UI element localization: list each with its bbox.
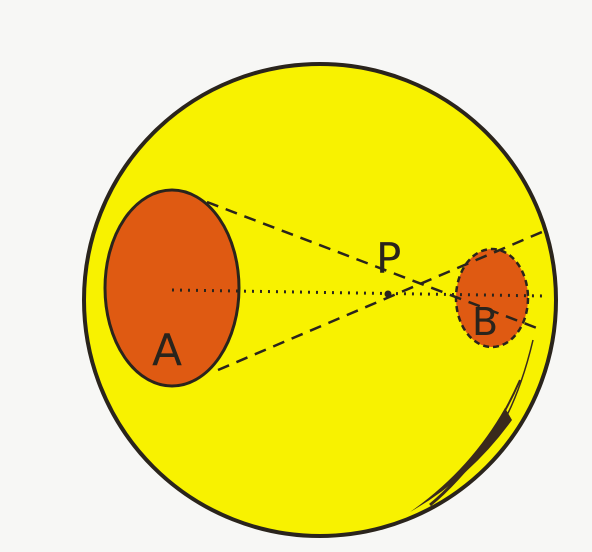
yellow-sphere bbox=[82, 62, 558, 538]
disc-b-label: B bbox=[472, 300, 498, 344]
point-p-label: P bbox=[376, 234, 401, 283]
disc-a bbox=[103, 188, 241, 388]
disc-a-label: A bbox=[152, 325, 182, 376]
sphere-shadow bbox=[410, 339, 534, 512]
point-p-marker bbox=[384, 290, 392, 298]
